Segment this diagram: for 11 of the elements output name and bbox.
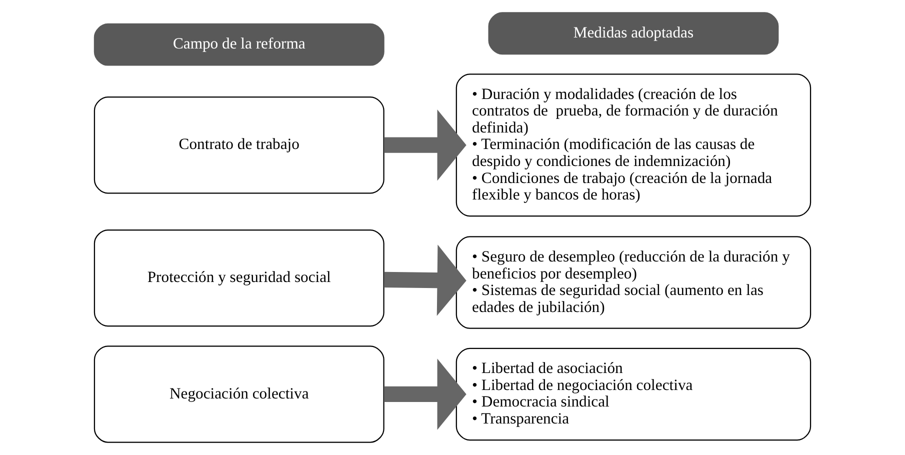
node-box: • Libertad de asociación • Libertad de negociación colectiva • Democracia sindical • Transparencia [456,348,812,441]
arrow [384,358,466,430]
node-box: • Duración y modalidades (creación de los contratos de prueba, de formación y de duración definida) • Terminación (modificación de las causas de despido y condiciones de indemnización) • Condiciones de trabajo (creación de la jornada flexible y bancos de horas) [456,74,812,217]
node-box: Campo de la reforma [94,23,384,66]
node-box: • Seguro de desempleo (reducción de la duración y beneficios por desempleo) • Sistemas de seguridad social (aumento en las edades de jubilación) [456,236,812,329]
arrow [384,109,466,181]
node-box: Negociación colectiva [94,346,384,443]
node-box: Contrato de trabajo [94,96,384,194]
node-box: Protección y seguridad social [94,229,384,327]
arrow [384,244,466,316]
node-box: Medidas adoptadas [488,12,779,55]
